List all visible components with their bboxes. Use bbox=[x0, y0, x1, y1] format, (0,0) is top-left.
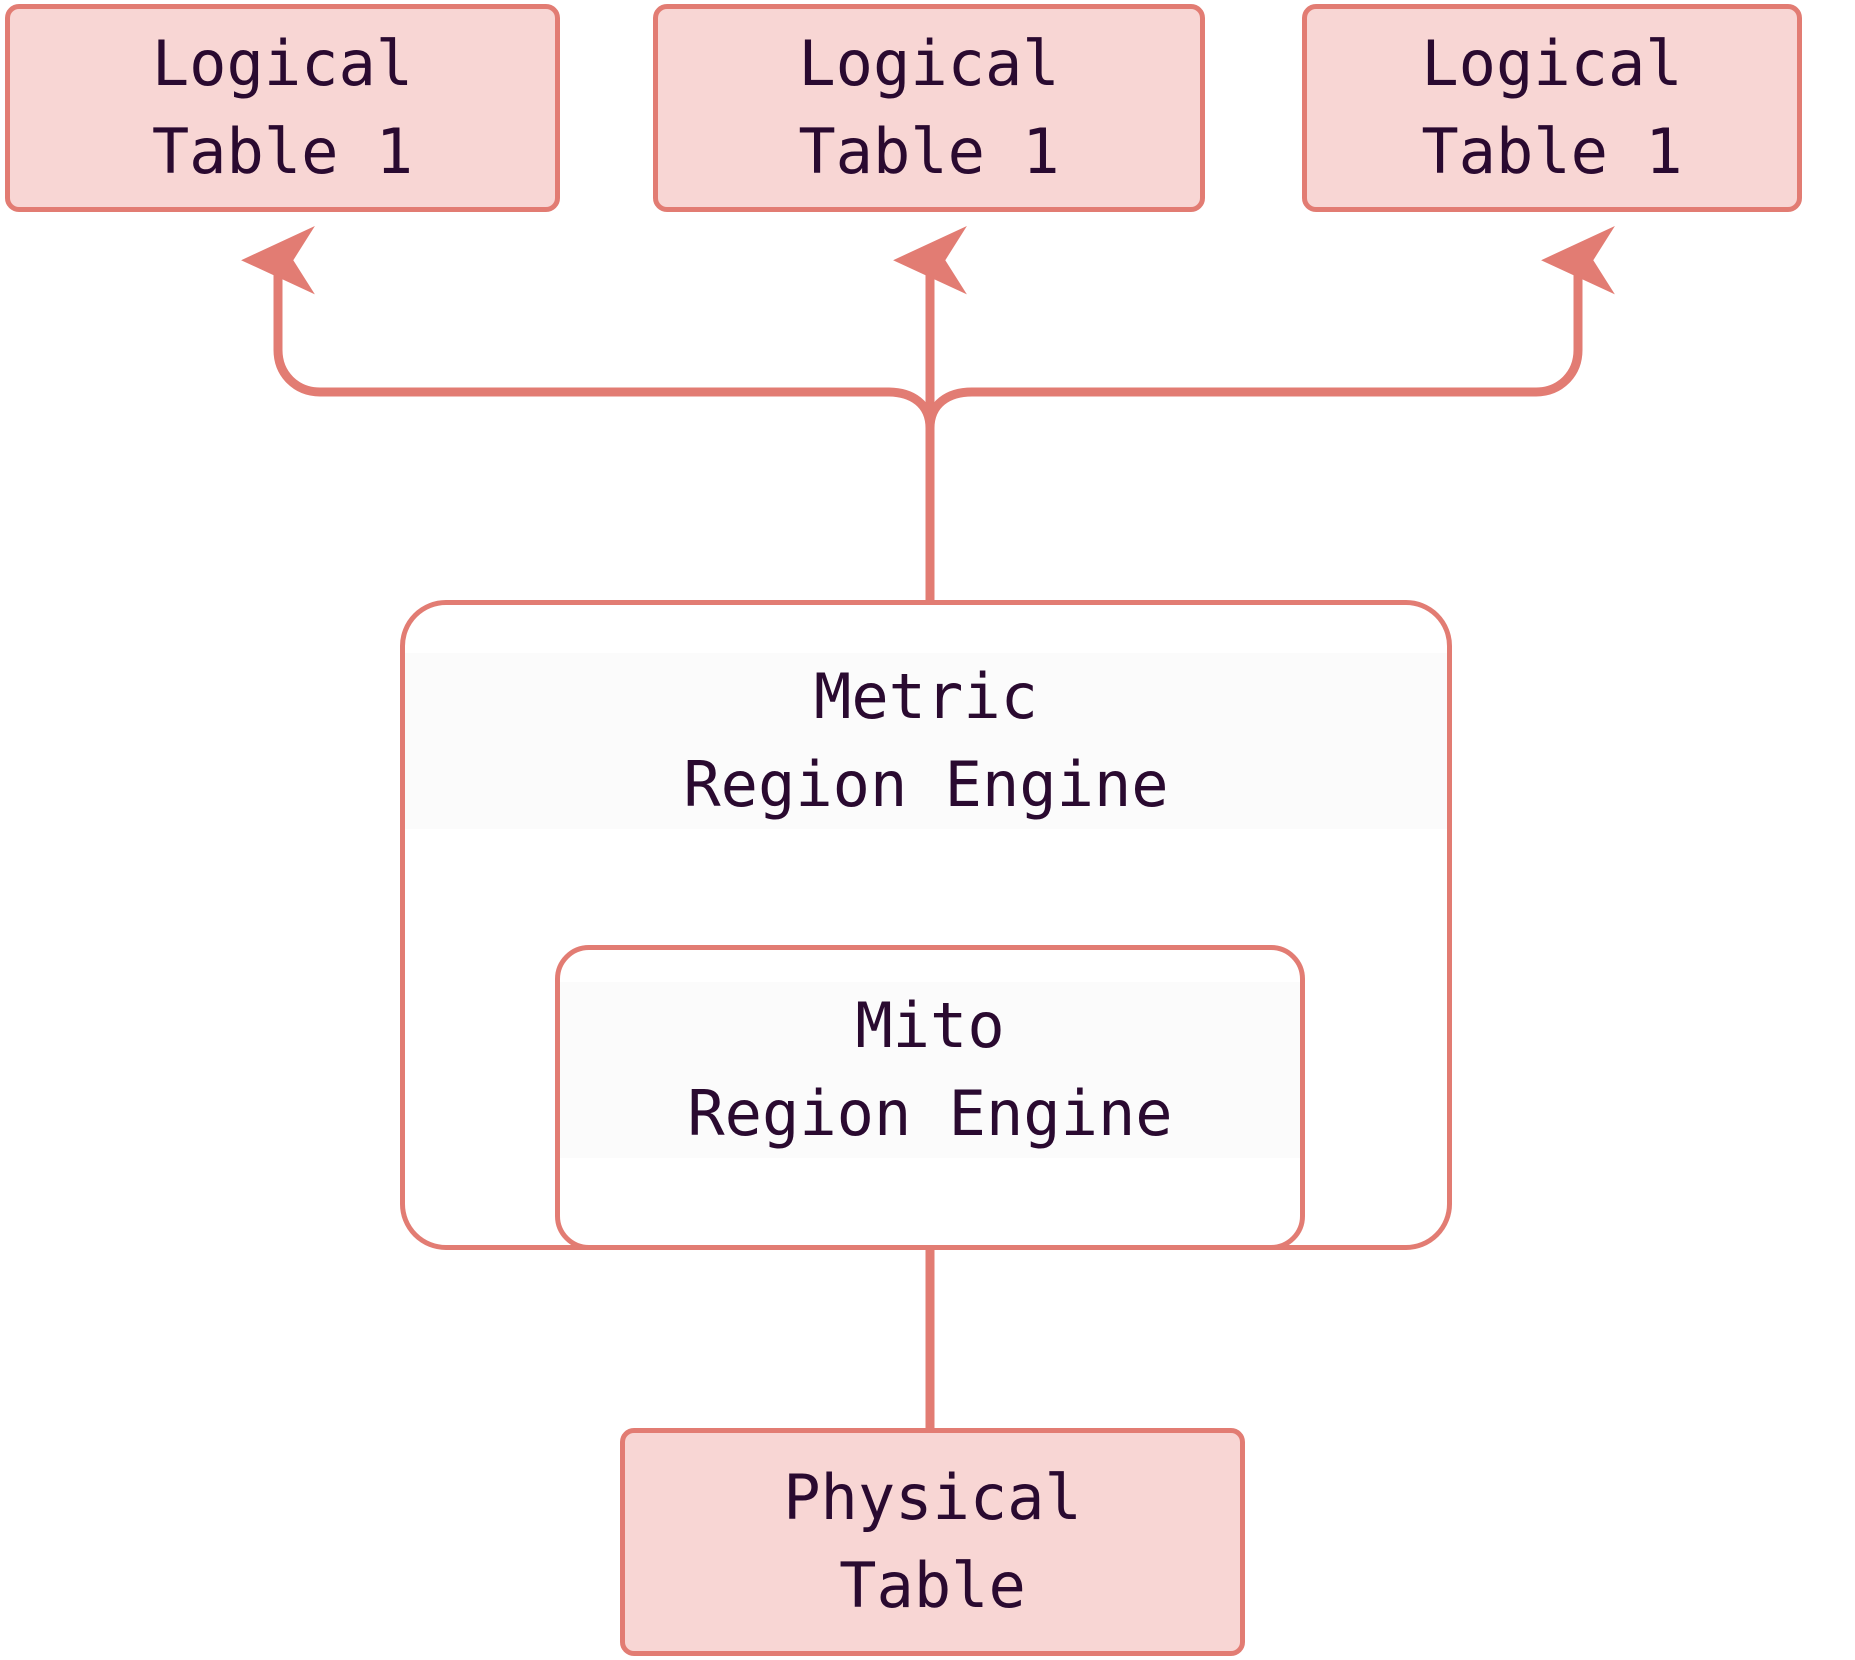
node-logical-table-1[interactable]: Logical Table 1 bbox=[5, 4, 560, 212]
node-logical-table-3[interactable]: Logical Table 1 bbox=[1302, 4, 1802, 212]
node-mito-region-engine[interactable]: Mito Region Engine bbox=[555, 945, 1305, 1250]
node-metric-region-engine[interactable]: Metric Region Engine bbox=[400, 600, 1452, 1250]
mito-region-engine-line-1: Mito bbox=[560, 982, 1300, 1071]
logical-table-1-line-1: Logical bbox=[151, 26, 414, 100]
edge-metric-to-logical-table-1 bbox=[241, 225, 935, 429]
metric-region-engine-label: Metric Region Engine bbox=[405, 653, 1447, 830]
logical-table-2-line-2: Table 1 bbox=[798, 115, 1060, 188]
metric-region-engine-line-1: Metric bbox=[405, 653, 1447, 742]
physical-table-line-1: Physical bbox=[783, 1460, 1082, 1534]
logical-table-2-line-1: Logical bbox=[798, 26, 1060, 100]
mito-region-engine-line-2: Region Engine bbox=[560, 1070, 1300, 1159]
logical-table-3-line-1: Logical bbox=[1421, 26, 1683, 100]
node-physical-table[interactable]: Physical Table bbox=[620, 1428, 1245, 1656]
mito-region-engine-label: Mito Region Engine bbox=[560, 982, 1300, 1159]
edge-metric-to-logical-table-3 bbox=[925, 225, 1615, 429]
node-logical-table-2[interactable]: Logical Table 1 bbox=[653, 4, 1205, 212]
logical-table-3-line-2: Table 1 bbox=[1421, 115, 1683, 188]
physical-table-line-2: Table bbox=[839, 1549, 1026, 1622]
logical-table-1-line-2: Table 1 bbox=[151, 115, 414, 188]
metric-region-engine-line-2: Region Engine bbox=[405, 741, 1447, 830]
